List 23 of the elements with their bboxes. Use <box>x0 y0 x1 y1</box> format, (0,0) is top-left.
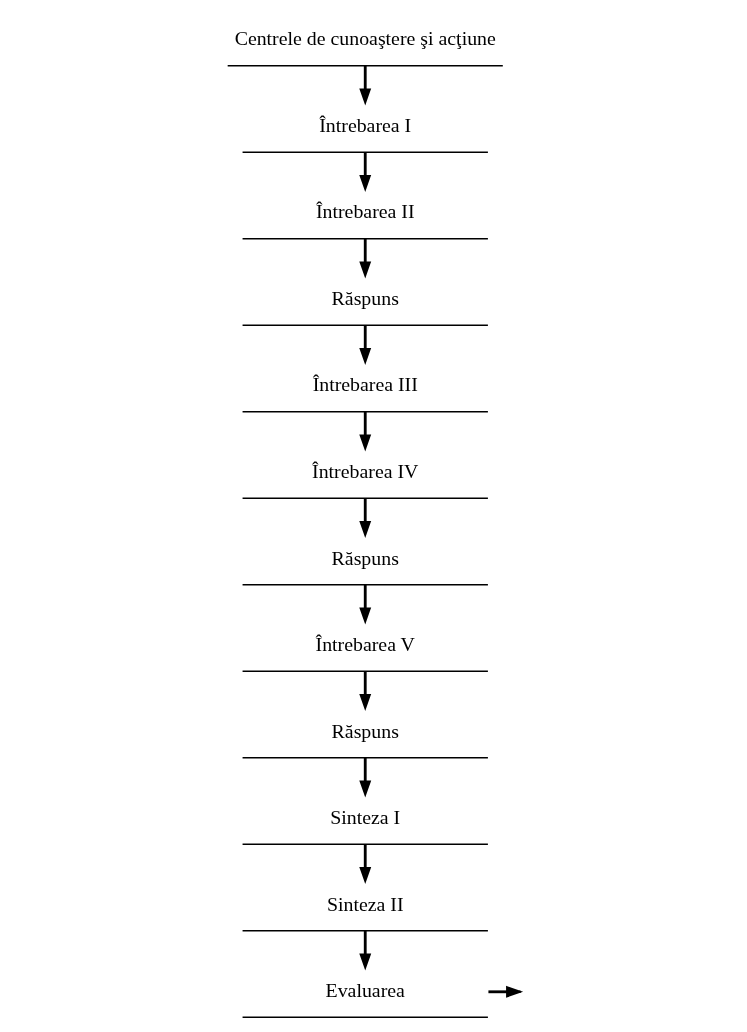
arrow <box>358 325 371 365</box>
node-text: Centrele de cunoaştere şi acţiune <box>234 27 496 50</box>
arrow <box>358 498 371 539</box>
node-text: Evaluarea <box>325 979 405 1002</box>
node-text: Răspuns <box>331 546 399 569</box>
node-text: Răspuns <box>331 286 399 309</box>
arrow <box>358 930 371 971</box>
arrow <box>358 584 371 625</box>
node-text: Întrebarea V <box>315 633 415 656</box>
arrow <box>358 411 371 452</box>
arrow <box>358 238 371 279</box>
arrow <box>358 757 371 798</box>
arrow <box>358 152 371 192</box>
node-text: Răspuns <box>331 719 399 742</box>
arrow <box>358 844 371 885</box>
arrow <box>358 65 371 106</box>
node-text: Întrebarea II <box>315 200 415 223</box>
node-text: Sinteza I <box>329 806 400 829</box>
node-text: Întrebarea III <box>312 373 418 396</box>
arrow <box>358 671 371 712</box>
node-text: Întrebarea I <box>318 113 411 136</box>
node-text: Sinteza II <box>326 892 404 915</box>
node-text: Întrebarea IV <box>311 459 418 482</box>
